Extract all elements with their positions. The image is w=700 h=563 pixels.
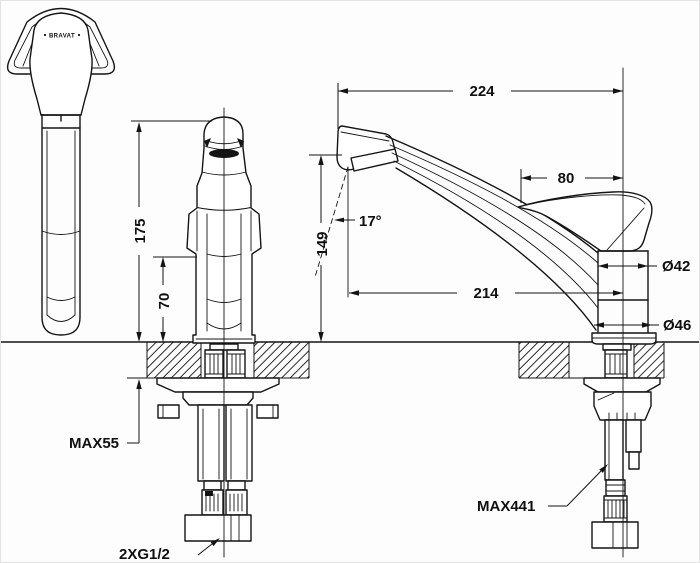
dim-214-label: 214 — [473, 285, 499, 302]
plan-view: BRAVAT — [6, 7, 116, 336]
side-view — [314, 125, 657, 345]
dim-angle-label: 17° — [359, 213, 382, 230]
dim-70-label: 70 — [156, 293, 173, 310]
annotation-max441: MAX441 — [477, 464, 608, 515]
max55-label: MAX55 — [69, 435, 119, 452]
dim-175-label: 175 — [132, 218, 149, 243]
handle-lever — [517, 191, 653, 252]
thread-label: 2XG1/2 — [119, 546, 170, 563]
dim-46-label: Ø46 — [663, 317, 691, 334]
dimension-base-diameter: Ø46 — [594, 317, 691, 334]
brand-dot-right — [77, 33, 81, 37]
dimension-angle-17: 17° — [334, 213, 382, 230]
side-under-counter-assembly — [583, 343, 661, 549]
brand-label: BRAVAT — [49, 34, 75, 40]
dimension-80: 80 — [521, 170, 623, 187]
dim-80-label: 80 — [558, 170, 575, 187]
brand-dot-left — [43, 33, 47, 37]
aerator — [350, 148, 399, 172]
annotation-max55: MAX55 — [69, 379, 142, 452]
dimension-body-diameter: Ø42 — [598, 258, 690, 275]
max441-label: MAX441 — [477, 498, 535, 515]
countertop-section — [1, 341, 699, 379]
dim-42-label: Ø42 — [662, 258, 690, 275]
center-axes — [223, 67, 624, 558]
supply-hose — [605, 479, 626, 497]
annotation-thread: 2XG1/2 — [119, 538, 220, 563]
dim-224-label: 224 — [469, 83, 495, 100]
hose-nut — [591, 521, 639, 549]
dimension-224: 224 — [338, 83, 623, 100]
dimension-149: 149 — [314, 155, 331, 342]
dimension-175: 175 — [132, 122, 149, 342]
dimension-214: 214 — [349, 285, 623, 302]
dimension-70: 70 — [156, 257, 173, 342]
front-under-counter-assembly — [156, 343, 280, 542]
dim-149-label: 149 — [314, 231, 331, 256]
extension-lines — [131, 83, 522, 258]
